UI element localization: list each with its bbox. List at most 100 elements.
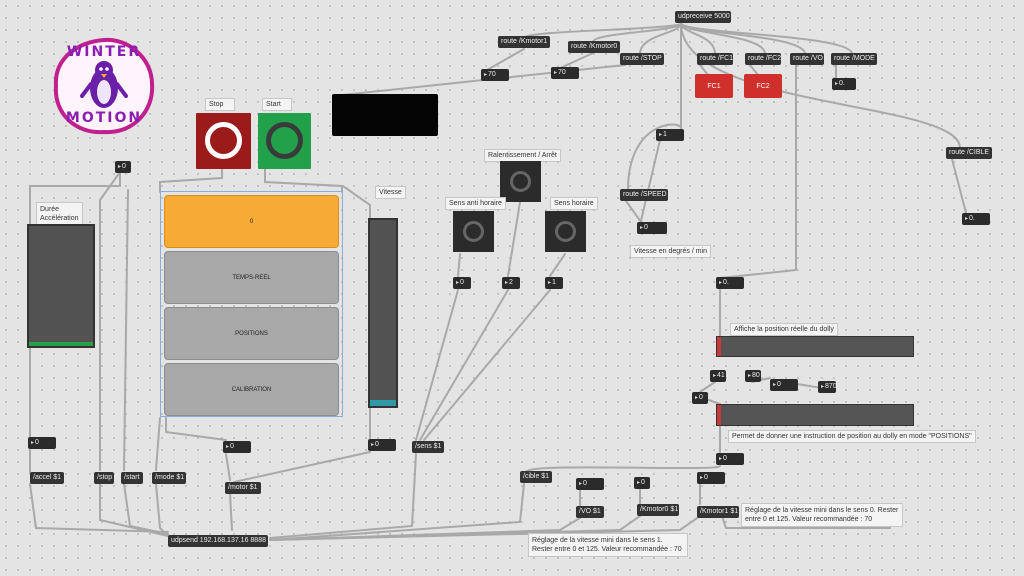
sens-horaire-number[interactable]: 1 [545, 277, 563, 289]
stop-button[interactable] [196, 113, 251, 169]
cord [229, 493, 233, 531]
cord [525, 465, 721, 473]
sens-horaire-comment: Sens horaire [550, 197, 598, 210]
reglage-sens1-comment: Réglage de la vitesse mini dans le sens … [528, 533, 688, 557]
logo-text-top: WINTER [66, 44, 142, 60]
cord [99, 483, 169, 537]
cord [457, 253, 461, 277]
cord [507, 201, 521, 277]
vo-number[interactable]: 0. [716, 277, 744, 289]
tab-0-label: 0 [249, 218, 254, 225]
one-number[interactable]: 1 [656, 129, 684, 141]
position-instruction-slider[interactable] [716, 404, 914, 426]
motor-message[interactable]: /motor $1 [225, 482, 261, 494]
cord [99, 171, 121, 471]
route-stop-object[interactable]: route /STOP [620, 53, 664, 65]
sens-horaire-ring-icon [555, 221, 576, 242]
udpsend-object[interactable]: udpsend 192.168.137.16 8888 [168, 535, 268, 547]
sens-horaire-button[interactable] [545, 211, 586, 252]
cord [549, 253, 566, 277]
sens-anti-number[interactable]: 0 [453, 277, 471, 289]
reglage-sens0-comment: Réglage de la vitesse mini dans le sens … [741, 503, 903, 527]
mode-number[interactable]: 0. [832, 78, 856, 90]
actual-position-marker [717, 337, 721, 356]
ralentissement-button[interactable] [500, 161, 541, 202]
mode-tabs: 0 TEMPS-REEL POSITIONS CALIBRATION [160, 191, 343, 417]
route-mode-object[interactable]: route /MODE [831, 53, 877, 65]
value-870[interactable]: 870 [818, 381, 836, 393]
sens-anti-horaire-button[interactable] [453, 211, 494, 252]
cord [680, 22, 853, 55]
vo-message[interactable]: /VO $1 [576, 506, 604, 518]
stop-message-display [332, 94, 438, 136]
tab-out-number[interactable]: 0 [223, 441, 251, 453]
cord [155, 417, 161, 471]
sens-anti-horaire-comment: Sens anti horaire [445, 197, 506, 210]
penguin-icon [53, 37, 155, 135]
cord [342, 185, 371, 219]
stop-message[interactable]: /stop [94, 472, 114, 484]
accel-message[interactable]: /accel $1 [30, 472, 64, 484]
cord [423, 289, 551, 441]
cord [680, 22, 766, 55]
cord [415, 289, 459, 441]
stop-ring-icon [205, 122, 242, 159]
ralentissement-ring-icon [510, 171, 531, 192]
value-0b[interactable]: 0 [692, 392, 708, 404]
cible-message[interactable]: /cible $1 [520, 471, 552, 483]
top-left-number[interactable]: 0 [115, 161, 131, 173]
fc1-button[interactable]: FC1 [695, 74, 733, 98]
tab-temps-reel[interactable]: TEMPS-REEL [164, 251, 339, 304]
speed-slider[interactable] [368, 218, 398, 408]
cord [680, 22, 716, 55]
vitesse-degres-comment: Vitesse en degrés / min [630, 245, 712, 258]
start-ring-icon [266, 122, 303, 159]
cible-number[interactable]: 0. [962, 213, 990, 225]
start-message[interactable]: /start [121, 472, 143, 484]
udpreceive-object[interactable]: udpreceive 5000 [675, 11, 731, 23]
kmotor1-message[interactable]: /Kmotor1 $1 [697, 506, 739, 518]
sens-stop-number[interactable]: 2 [502, 277, 520, 289]
cord [264, 167, 343, 193]
route-fc2-object[interactable]: route /FC2 [745, 53, 781, 65]
value-41[interactable]: 41 [710, 370, 726, 382]
kmotor0-message[interactable]: /Kmotor0 $1 [637, 504, 679, 516]
cord [165, 417, 227, 441]
cord [159, 167, 223, 193]
route-vo-object[interactable]: route /VO [790, 53, 824, 65]
vo-in-number[interactable]: 0 [576, 478, 604, 490]
kmotor1-in-number[interactable]: 0 [697, 472, 725, 484]
speed-number[interactable]: 0 [637, 222, 667, 234]
value-0a[interactable]: 0 [770, 379, 798, 391]
vitesse-comment: Vitesse [375, 186, 406, 199]
value-80[interactable]: 80 [745, 370, 761, 382]
route-fc1-object[interactable]: route /FC1 [697, 53, 733, 65]
position-instruction-marker [717, 405, 721, 425]
tab-positions[interactable]: POSITIONS [164, 307, 339, 360]
kmotor0-number[interactable]: 70 [551, 67, 579, 79]
route-kmotor0-object[interactable]: route /Kmotor0 [568, 41, 620, 53]
mode-message[interactable]: /mode $1 [152, 472, 186, 484]
start-button[interactable] [258, 113, 311, 169]
acceleration-slider-fill [29, 342, 93, 346]
actual-position-bar [716, 336, 914, 357]
cord [123, 483, 169, 535]
kmotor0-in-number[interactable]: 0 [634, 477, 650, 489]
stop-comment: Stop [205, 98, 235, 111]
cord [419, 289, 509, 441]
acceleration-slider[interactable] [27, 224, 95, 348]
tab-0[interactable]: 0 [164, 195, 339, 248]
kmotor1-number[interactable]: 70 [481, 69, 509, 81]
position-out-number[interactable]: 0 [716, 453, 744, 465]
sens-message[interactable]: /sens $1 [412, 441, 444, 453]
tab-calibration[interactable]: CALIBRATION [164, 363, 339, 416]
route-kmotor1-object[interactable]: route /Kmotor1 [498, 36, 550, 48]
route-speed-object[interactable]: route /SPEED [620, 189, 668, 201]
route-cible-object[interactable]: route /CIBLE [946, 147, 992, 159]
cord [680, 22, 806, 55]
sens-anti-horaire-ring-icon [463, 221, 484, 242]
speed-out-number[interactable]: 0 [368, 439, 396, 451]
tab-calibration-label: CALIBRATION [231, 386, 272, 393]
fc2-button[interactable]: FC2 [744, 74, 782, 98]
accel-out-number[interactable]: 0 [28, 437, 56, 449]
